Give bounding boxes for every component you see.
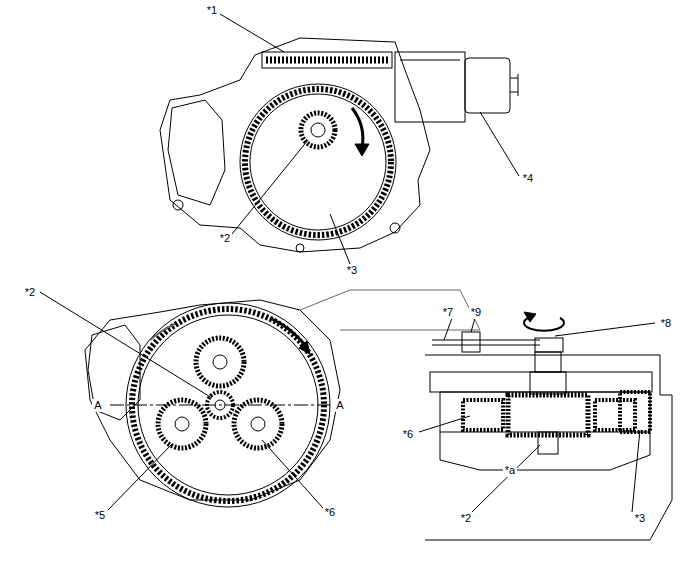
callout-number: *2: [459, 512, 473, 525]
callout-number: *3: [633, 512, 647, 525]
callout-number: *1: [205, 4, 219, 17]
section-view: [419, 312, 672, 540]
section-mark: A: [92, 399, 103, 412]
callout-number: *5: [93, 509, 107, 522]
callout-number: *9: [469, 306, 483, 319]
motor-assembly-top: [160, 14, 519, 264]
callout-number: *6: [401, 428, 415, 441]
callout-number: *3: [345, 264, 359, 277]
callout-number: *a: [503, 464, 517, 477]
planetary-gear-view: [40, 290, 480, 510]
callout-number: *4: [521, 172, 535, 185]
callout-number: *7: [441, 306, 455, 319]
section-mark: A: [334, 399, 345, 412]
callout-number: *2: [23, 286, 37, 299]
callout-number: *2: [218, 232, 232, 245]
callout-number: *6: [323, 506, 337, 519]
callout-number: *8: [659, 317, 673, 330]
